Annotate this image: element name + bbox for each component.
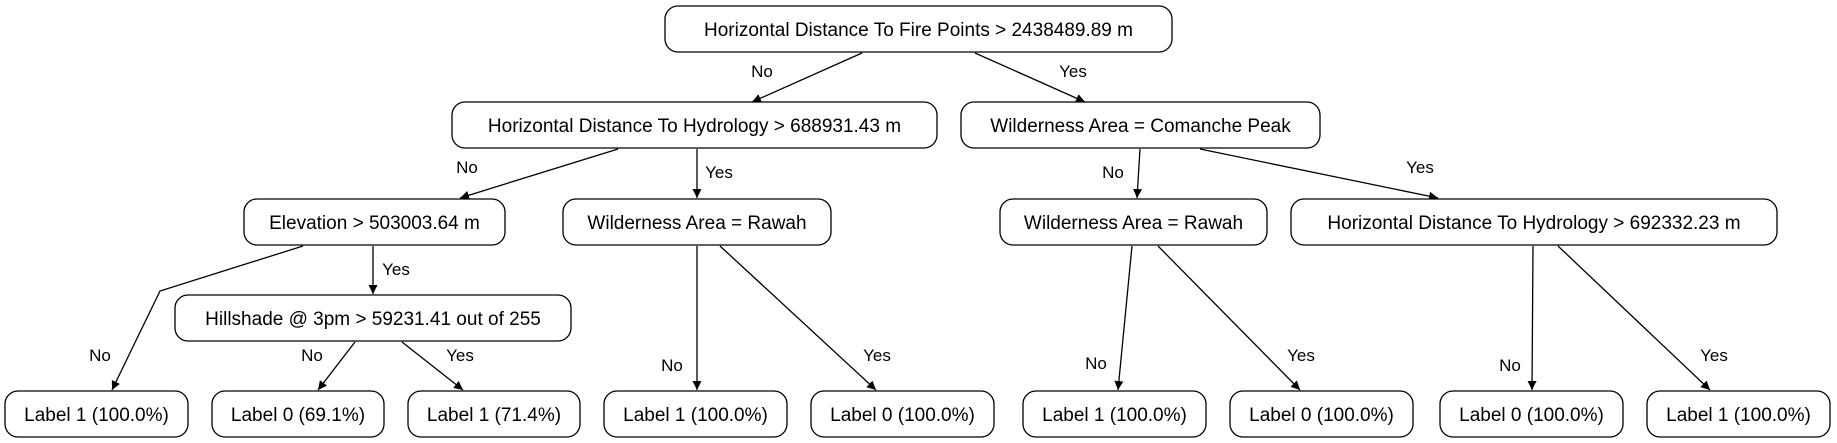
edge-n_elev-to-leaf_1: No [89,245,304,391]
node-label: Label 1 (100.0%) [24,405,169,426]
leaf-node-leaf_3: Label 1 (71.4%) [407,390,581,438]
edge-label-yes: Yes [1406,158,1434,177]
node-label: Horizontal Distance To Fire Points > 243… [704,20,1133,41]
edge-n_hill-to-leaf_2: No [301,341,356,391]
edge-root-to-n_wild_cp: Yes [974,52,1087,103]
edge-label-yes: Yes [1700,346,1728,365]
node-box [664,5,1173,53]
edge-arrow [1557,245,1711,391]
edge-label-no: No [89,346,111,365]
node-box [999,198,1268,246]
edge-n_hydro_1-to-n_elev: No [456,148,619,200]
node-label: Label 0 (100.0%) [830,405,975,426]
decision-node-root: Horizontal Distance To Fire Points > 243… [664,5,1173,53]
edge-arrow [1199,148,1439,201]
node-box [1439,390,1624,438]
edge-arrow [1157,245,1301,391]
node-box [562,198,832,246]
decision-node-n_elev: Elevation > 503003.64 m [243,198,506,246]
node-box [960,101,1321,149]
leaf-node-leaf_1: Label 1 (100.0%) [4,390,189,438]
node-box [810,390,995,438]
edge-arrow [317,341,356,391]
node-label: Label 1 (100.0%) [1666,405,1811,426]
node-label: Wilderness Area = Rawah [1024,213,1243,234]
decision-node-n_wild_rawah_1: Wilderness Area = Rawah [562,198,832,246]
edge-label-no: No [456,158,478,177]
leaf-node-leaf_2: Label 0 (69.1%) [211,390,385,438]
edge-n_hill-to-leaf_3: Yes [401,341,474,391]
node-label: Label 1 (100.0%) [623,405,768,426]
edge-n_wild_cp-to-n_hydro_2: Yes [1199,148,1439,201]
node-label: Label 0 (69.1%) [231,405,365,426]
edge-arrow [974,52,1086,103]
node-box [1290,198,1778,246]
edge-n_wild_rawah_1-to-leaf_5: Yes [719,245,891,391]
node-label: Hillshade @ 3pm > 59231.41 out of 255 [205,309,541,330]
leaf-node-leaf_6: Label 1 (100.0%) [1022,390,1207,438]
node-box [1022,390,1207,438]
edge-label-no: No [1102,163,1124,182]
edge-arrow [459,148,619,200]
node-label: Label 0 (100.0%) [1459,405,1604,426]
node-label: Label 1 (100.0%) [1042,405,1187,426]
node-box [4,390,189,438]
edge-label-no: No [1085,354,1107,373]
node-box [243,198,506,246]
leaf-node-leaf_7: Label 0 (100.0%) [1229,390,1414,438]
edge-n_wild_rawah_2-to-leaf_6: No [1085,245,1133,391]
edge-n_wild_rawah_2-to-leaf_7: Yes [1157,245,1315,391]
node-box [174,294,572,342]
node-label: Label 0 (100.0%) [1249,405,1394,426]
edge-arrow [1133,148,1143,199]
decision-node-n_wild_rawah_2: Wilderness Area = Rawah [999,198,1268,246]
edge-arrow [719,245,877,391]
decision-node-n_hydro_2: Horizontal Distance To Hydrology > 69233… [1290,198,1778,246]
leaf-node-leaf_8: Label 0 (100.0%) [1439,390,1624,438]
node-box [407,390,581,438]
node-box [451,101,938,149]
leaf-node-leaf_4: Label 1 (100.0%) [603,390,788,438]
edge-label-yes: Yes [382,260,410,279]
edge-arrow [1114,245,1133,391]
node-box [1229,390,1414,438]
decision-node-n_wild_cp: Wilderness Area = Comanche Peak [960,101,1321,149]
edge-label-yes: Yes [446,346,474,365]
leaf-node-leaf_9: Label 1 (100.0%) [1646,390,1831,438]
edge-arrow [401,341,464,391]
edge-n_hydro_2-to-leaf_9: Yes [1557,245,1728,391]
edge-label-no: No [301,346,323,365]
edge-n_wild_rawah_1-to-leaf_4: No [661,246,702,390]
edge-label-yes: Yes [705,163,733,182]
edge-n_hydro_1-to-n_wild_rawah_1: Yes [692,149,733,198]
node-box [211,390,385,438]
edge-label-no: No [751,62,773,81]
node-box [603,390,788,438]
edge-n_wild_cp-to-n_wild_rawah_2: No [1102,148,1143,199]
node-label: Wilderness Area = Comanche Peak [990,116,1291,137]
edge-arrow [751,52,863,103]
edge-root-to-n_hydro_1: No [751,52,863,103]
edge-label-no: No [661,356,683,375]
edge-arrow [1527,245,1537,391]
decision-node-n_hydro_1: Horizontal Distance To Hydrology > 68893… [451,101,938,149]
edge-arrow [111,245,304,391]
decision-node-n_hill: Hillshade @ 3pm > 59231.41 out of 255 [174,294,572,342]
edge-label-yes: Yes [863,346,891,365]
edge-n_elev-to-n_hill: Yes [368,246,410,294]
node-label: Label 1 (71.4%) [427,405,561,426]
edge-label-yes: Yes [1059,62,1087,81]
edge-label-yes: Yes [1287,346,1315,365]
edge-label-no: No [1499,356,1521,375]
node-label: Horizontal Distance To Hydrology > 68893… [488,116,901,137]
node-label: Wilderness Area = Rawah [587,213,806,234]
node-label: Elevation > 503003.64 m [269,213,480,234]
nodes-layer: Horizontal Distance To Fire Points > 243… [4,5,1831,438]
node-box [1646,390,1831,438]
edge-n_hydro_2-to-leaf_8: No [1499,245,1537,391]
node-label: Horizontal Distance To Hydrology > 69233… [1327,213,1740,234]
leaf-node-leaf_5: Label 0 (100.0%) [810,390,995,438]
